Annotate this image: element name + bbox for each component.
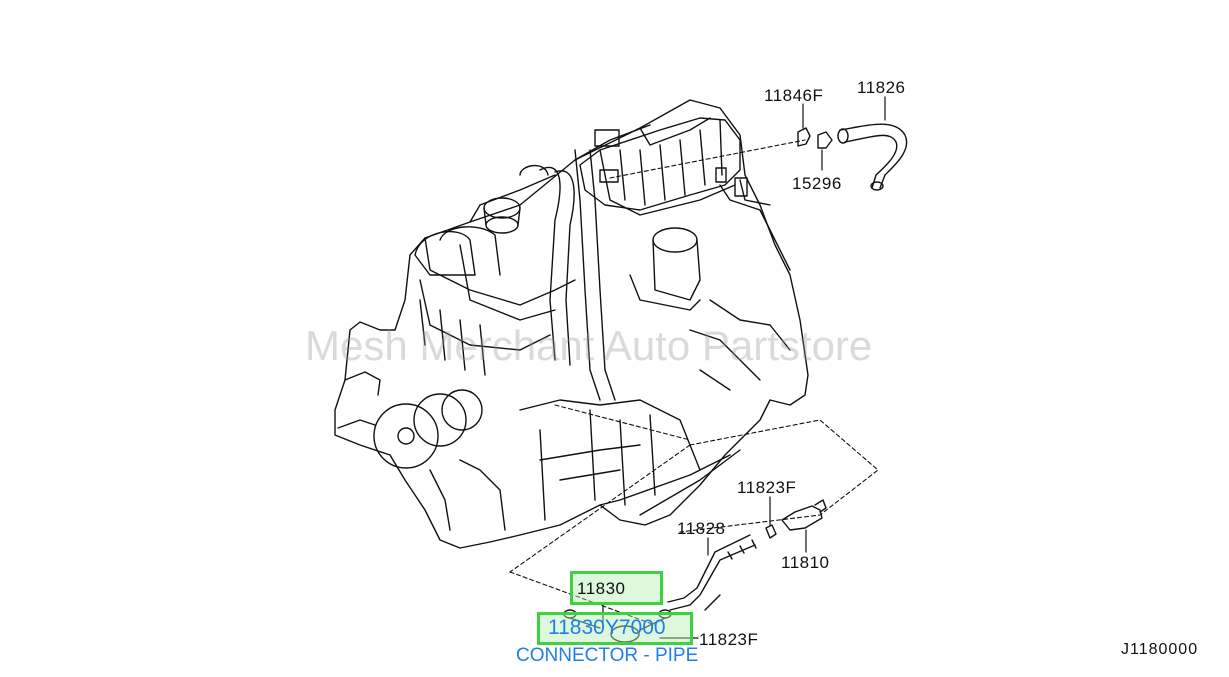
highlight-box-part-number[interactable] — [537, 612, 693, 645]
callout-11826: 11826 — [857, 78, 906, 97]
part-number[interactable]: 11830Y7000 — [548, 616, 666, 639]
pcv-valve — [765, 499, 827, 539]
callout-11830: 11830 — [577, 579, 626, 598]
engine-block — [334, 99, 809, 549]
diagram-code: J1180000 — [1121, 641, 1199, 658]
callout-11846F: 11846F — [764, 86, 824, 105]
callout-11828: 11828 — [677, 519, 726, 538]
upper-hose-assembly — [797, 123, 908, 191]
callout-11810: 11810 — [781, 553, 830, 572]
callout-11823F-top: 11823F — [737, 478, 797, 497]
callout-11823F-bottom: 11823F — [699, 630, 759, 649]
dashed-leaders — [509, 139, 879, 626]
callout-15296: 15296 — [792, 174, 842, 193]
highlight-box-11830[interactable] — [570, 571, 663, 605]
part-name: CONNECTOR - PIPE — [516, 645, 699, 666]
pcv-hose — [667, 534, 757, 611]
